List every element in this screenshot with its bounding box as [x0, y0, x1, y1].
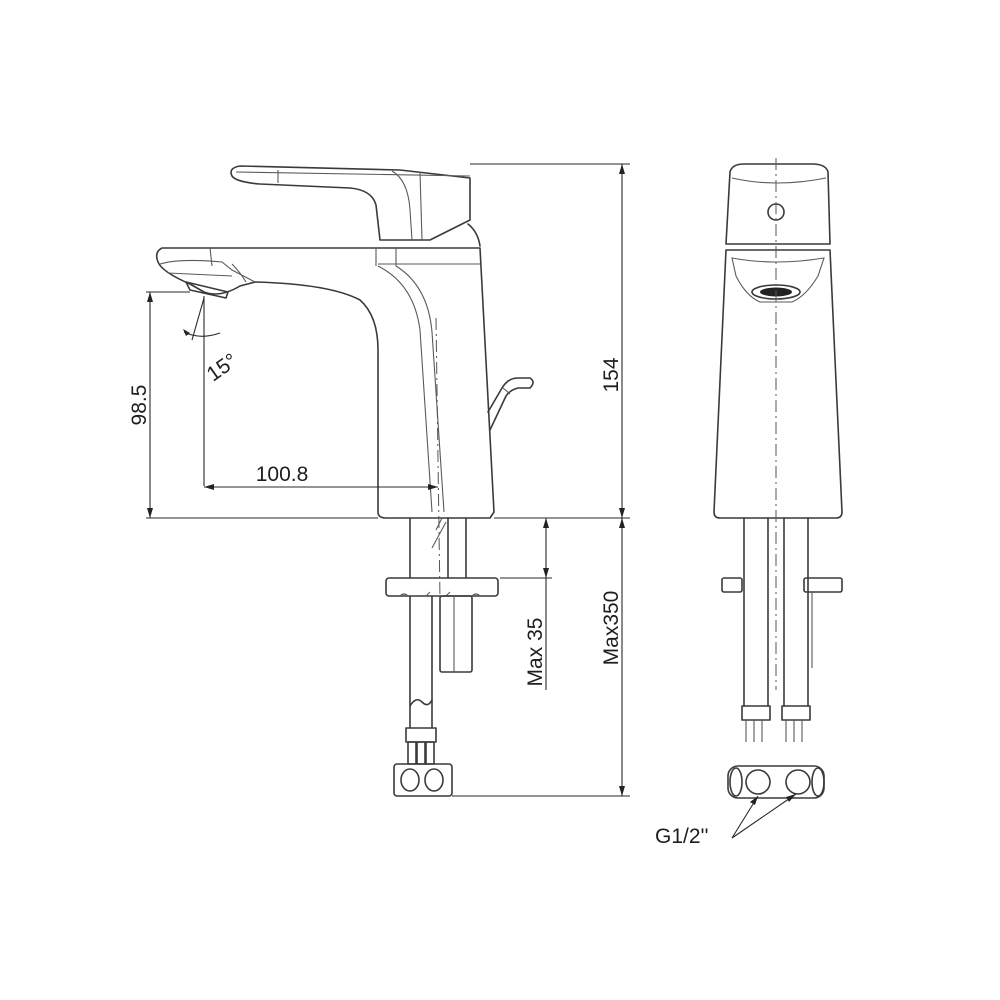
faucet-body: [155, 247, 534, 601]
dimension-spout-reach: 100.8: [204, 463, 438, 490]
mounting-assembly: [385, 517, 499, 797]
body-front: [713, 158, 843, 690]
deck-thickness-label: Max 35: [524, 618, 547, 687]
dimension-spout-height: 98.5: [128, 291, 378, 519]
spray-angle-label: 15°: [203, 349, 242, 386]
dimension-deck-thickness: Max 35: [500, 518, 552, 690]
mounting-front: [721, 517, 843, 799]
handle-front: [725, 163, 831, 245]
thread-callout: G1/2'': [655, 793, 797, 848]
hose-length-label: Max350: [600, 591, 623, 666]
thread-size-label: G1/2'': [655, 825, 709, 848]
spout-reach-label: 100.8: [256, 463, 309, 486]
dimension-total-height: 154 Max350: [452, 163, 630, 797]
total-height-label: 154: [600, 357, 623, 392]
side-view: 98.5 15° 100.8 Max 35: [128, 163, 630, 797]
handle-lever: [230, 165, 481, 247]
spout-height-label: 98.5: [128, 385, 151, 426]
front-view: G1/2'': [655, 158, 843, 848]
dimension-spray-angle: 15°: [183, 296, 242, 486]
